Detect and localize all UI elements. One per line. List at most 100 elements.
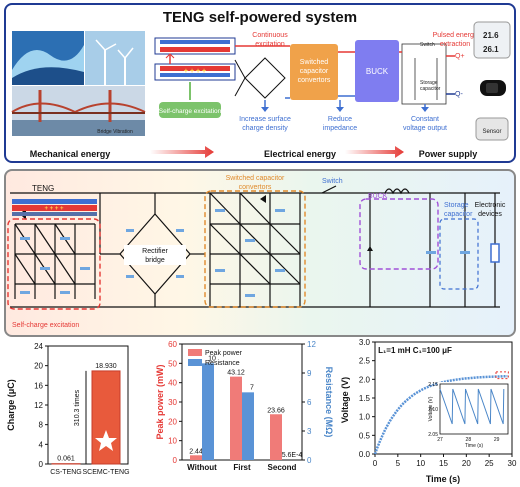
chart1-bar	[91, 370, 121, 465]
inset-ytick-label: 2.15	[428, 382, 438, 388]
chart2-ytick-left-label: 50	[168, 359, 177, 368]
chart2-ytick-right-label: 9	[307, 369, 312, 378]
constant-voltage-line1: Constant	[411, 116, 439, 123]
top-panel-graphics: TENG self-powered system Bridge Vibratio…	[11, 9, 511, 159]
thermo-right-value: 26.1	[483, 45, 499, 54]
top-title: TENG self-powered system	[163, 9, 357, 26]
smartwatch-device	[480, 80, 506, 96]
chart1-ytick-label: 8	[39, 421, 44, 430]
teng-device-top: + + + +	[154, 37, 236, 81]
chart2-category-label: Without	[187, 463, 217, 472]
svg-text:+ + + +: + + + +	[184, 68, 206, 75]
chart2-ytick-right-label: 0	[307, 456, 312, 465]
chart2-power-bar	[270, 414, 282, 460]
chart3-ytick-label: 2.5	[359, 357, 371, 366]
buck-label: BUCK	[368, 193, 388, 200]
switched-label-2: convertors	[239, 184, 272, 191]
chart2-ylabel-left: Peak power (mW)	[155, 364, 165, 439]
bridge-image	[11, 86, 146, 136]
chart2-category-label: Second	[268, 463, 297, 472]
self-charge-label: Self-charge excitation	[159, 108, 222, 115]
arrow-mech-to-elec	[150, 146, 214, 158]
teng-circuit-device: + + + +	[12, 199, 97, 216]
circuit-graphics: + + + + TENG Rectifier bridge Switched c…	[7, 175, 506, 329]
mechanical-energy: Mechanical energy	[30, 149, 111, 159]
chart3-ytick-label: 2.0	[359, 375, 371, 384]
inset-xtick-label: 29	[494, 437, 500, 443]
continuous-excitation-line1: Continuous	[252, 32, 288, 39]
charts-area: 048121620240.061CS-TENG18.930SCEMC-TENG3…	[6, 338, 517, 484]
inductor-coil	[384, 188, 410, 195]
arrow-constant	[421, 104, 429, 112]
wind-turbine-image	[85, 31, 145, 85]
power-supply: Power supply	[419, 149, 478, 159]
chart3-xlabel: Time (s)	[426, 474, 460, 484]
self-charge-button[interactable]	[159, 102, 221, 118]
chart2-category-label: First	[233, 463, 251, 472]
q-minus: Q-	[455, 91, 463, 98]
reduce-impedance-line1: Reduce	[328, 116, 352, 123]
chart3-xtick-label: 15	[439, 459, 448, 468]
switched-convertor-label-top-3: convertors	[298, 77, 331, 84]
thermo-top-value: 21.6	[483, 31, 499, 40]
svg-text:+ + + +: + + + +	[44, 206, 64, 212]
chart3-ylabel: Voltage (V)	[340, 377, 350, 423]
chart2-resist-label: 7	[250, 384, 254, 391]
switch-label-top: Switch	[420, 42, 435, 48]
chart2-resist-bar	[242, 392, 254, 460]
switched-convertor-box-top	[290, 44, 338, 100]
buck-dashed-box	[359, 198, 439, 270]
chart2-ytick-left-label: 30	[168, 398, 177, 407]
chart2-power-label: 2.44	[189, 448, 203, 455]
legend-power-swatch	[188, 349, 202, 356]
teng-label: TENG	[32, 184, 54, 193]
chart2-resist-label: 5.6E-4	[282, 452, 303, 459]
storage-dashed-box	[439, 218, 479, 290]
chart3-annotation: L₁=1 mH C₁=100 μF	[378, 346, 452, 355]
continuous-excitation-line2: excitation	[255, 41, 285, 48]
switch-element	[321, 185, 337, 194]
sensor-device	[475, 117, 509, 141]
chart2-power-label: 23.66	[267, 407, 285, 414]
storage-label-1: Storage	[444, 202, 469, 209]
chart2-power-bar	[230, 376, 242, 460]
chart2-ylabel-right: Resistance (MΩ)	[324, 367, 334, 438]
chart1-ytick-label: 4	[39, 440, 44, 449]
star-icon	[95, 430, 117, 451]
chart3-zoom-box	[495, 371, 509, 380]
chart1-ytick-label: 20	[34, 362, 43, 371]
pulsed-extraction-line2: extraction	[440, 41, 470, 48]
arrow-reduce	[336, 100, 344, 112]
chart3-xtick-label: 5	[396, 459, 401, 468]
chart1-ytick-label: 12	[34, 401, 43, 410]
inset-xlabel: Time (s)	[465, 443, 483, 449]
chart1-ylabel: Charge (μC)	[6, 379, 16, 431]
wave-image	[12, 31, 84, 85]
buck-label-top: BUCK	[366, 67, 389, 76]
electrical-energy: Electrical energy	[264, 149, 336, 159]
chart1-ytick-label: 24	[34, 342, 43, 351]
chart3-ytick-label: 1.0	[359, 413, 371, 422]
chart2-ytick-left-label: 20	[168, 417, 177, 426]
rectifier-top	[234, 57, 286, 99]
storage-cap-label-top-2: capacitor	[420, 86, 441, 92]
rectifier-label-2: bridge	[145, 257, 165, 264]
inset-frame	[439, 383, 509, 435]
chart2-resist-label: 10	[208, 355, 216, 362]
self-charge-dashed-box	[7, 218, 101, 310]
chart3-xtick-label: 10	[416, 459, 425, 468]
chart1-category-label: CS-TENG	[50, 469, 82, 476]
load-resistor	[490, 243, 500, 263]
switched-dashed-box	[204, 190, 306, 308]
inset-ytick-label: 2.10	[428, 407, 438, 413]
chart2-power-bar	[190, 455, 202, 460]
q-plus: Q+	[455, 53, 465, 60]
devices-label-2: devices	[478, 211, 502, 218]
storage-cap-box	[401, 43, 447, 105]
increase-density-line1: Increase surface	[239, 116, 291, 123]
chart1-value-label: 0.061	[57, 456, 75, 463]
buck-box-top	[355, 40, 399, 102]
chart1-value-label: 18.930	[95, 363, 117, 370]
thermometer-device: 21.6 26.1	[473, 21, 511, 59]
inset-xtick-label: 27	[437, 437, 443, 443]
